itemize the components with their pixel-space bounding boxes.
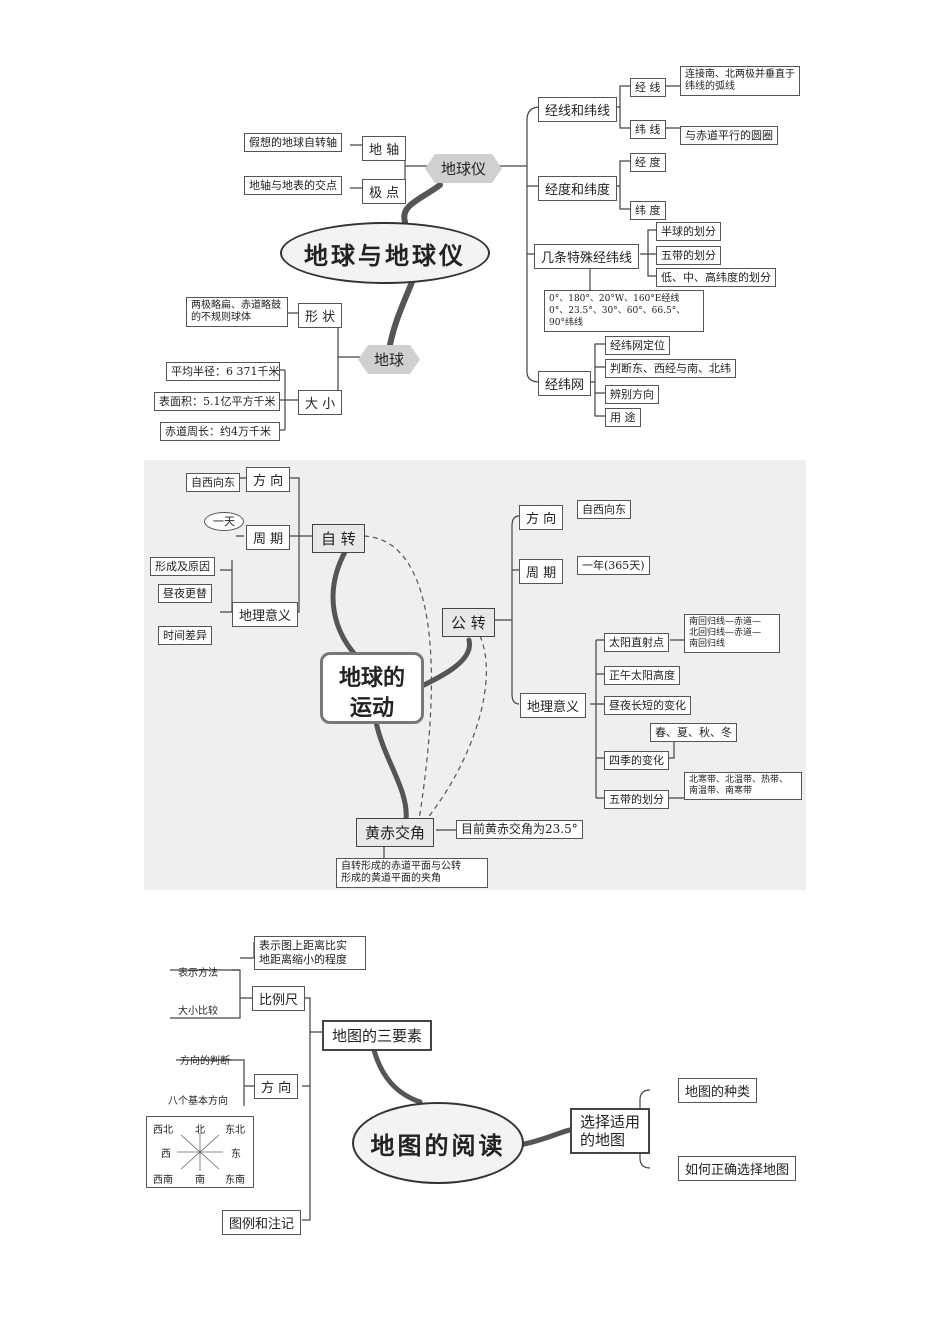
grid-judge: 判断东、西经与南、北纬 <box>605 359 736 378</box>
compass-grid: 西北 北 东北 西 东 西南 南 东南 <box>146 1116 254 1188</box>
rot-direction-val: 自西向东 <box>186 473 240 492</box>
connector-lines-1 <box>280 85 680 431</box>
diagram-map-reading: 地图的阅读 地图的三要素 比例尺 表示图上距离比实 地距离缩小的程度 表示方法 … <box>0 920 950 1250</box>
rev-period: 周 期 <box>519 559 564 584</box>
size-equator: 赤道周长：约4万千米 <box>160 422 280 441</box>
grid-direction: 辨别方向 <box>605 385 659 404</box>
node-direction: 方 向 <box>254 1074 299 1099</box>
shape-desc: 两极略扁、赤道略鼓的不规则球体 <box>186 297 288 327</box>
grid-locate: 经纬网定位 <box>605 336 670 355</box>
subsolar-desc: 南回归线—赤道— 北回归线—赤道— 南回归线 <box>684 614 780 653</box>
center-earth-and-globe: 地球与地球仪 <box>280 222 490 284</box>
special-zones: 五带的划分 <box>656 246 721 265</box>
node-globe: 地球仪 <box>425 154 502 183</box>
map-choose-correct: 如何正确选择地图 <box>678 1156 797 1181</box>
compass-lines <box>177 1133 223 1171</box>
dir-eight: 八个基本方向 <box>168 1096 228 1107</box>
obliquity-desc: 自转形成的赤道平面与公转 形成的黄道平面的夹角 <box>336 858 488 888</box>
scale-method: 表示方法 <box>178 968 218 979</box>
node-latitude: 纬 度 <box>630 201 666 220</box>
meridian-desc: 连接南、北两极并垂直于纬线的弧线 <box>680 66 800 96</box>
rev-zones: 五带的划分 <box>604 790 669 809</box>
node-axis: 地 轴 <box>362 136 407 161</box>
compass-w: 西 <box>161 1149 171 1160</box>
zones-desc: 北寒带、北温带、热带、 南温带、南寒带 <box>684 772 802 800</box>
rot-period-val: 一天 <box>204 512 244 531</box>
center-line1: 地球的 <box>338 665 405 691</box>
seasons-desc: 春、夏、秋、冬 <box>650 723 737 742</box>
rot-meaning: 地理意义 <box>232 602 299 627</box>
rot-meaning-cause: 形成及原因 <box>150 557 215 576</box>
rev-direction-val: 自西向东 <box>577 500 631 519</box>
node-obliquity: 黄赤交角 <box>356 818 435 847</box>
compass-s: 南 <box>195 1175 205 1186</box>
rev-daylength: 昼夜长短的变化 <box>604 696 691 715</box>
node-meridian: 经 线 <box>630 78 666 97</box>
compass-ne: 东北 <box>225 1125 245 1136</box>
pole-desc: 地轴与地表的交点 <box>244 176 342 195</box>
rot-direction: 方 向 <box>246 467 291 492</box>
node-shape: 形 状 <box>298 303 343 328</box>
compass-nw: 西北 <box>153 1125 173 1136</box>
center-map-reading: 地图的阅读 <box>352 1102 524 1184</box>
node-lines: 经线和纬线 <box>538 97 618 122</box>
center-title: 地球与地球仪 <box>304 240 466 270</box>
special-hemisphere: 半球的划分 <box>656 222 721 241</box>
node-three-elements: 地图的三要素 <box>322 1020 433 1051</box>
size-radius: 平均半径：6 371千米 <box>166 362 280 381</box>
special-desc: 0°、180°、20°W、160°E经线 0°、23.5°、30°、60°、66… <box>544 290 704 332</box>
center-line2: 运动 <box>349 695 394 721</box>
compass-sw: 西南 <box>153 1175 173 1186</box>
rot-meaning-daynight: 昼夜更替 <box>158 584 212 603</box>
compass-n: 北 <box>195 1125 205 1136</box>
node-special: 几条特殊经纬线 <box>534 244 640 269</box>
grid-use: 用 途 <box>605 408 641 427</box>
diagram-earth-globe: 地球与地球仪 地球仪 地球 假想的地球自转轴 地 轴 地轴与地表的交点 极 点 … <box>0 0 950 450</box>
rot-period: 周 期 <box>246 525 291 550</box>
node-rotation: 自 转 <box>312 524 365 553</box>
compass-e: 东 <box>231 1149 241 1160</box>
center-earth-motion: 地球的 运动 <box>320 652 424 724</box>
node-grid: 经纬网 <box>538 371 592 396</box>
special-latitudes: 低、中、高纬度的划分 <box>656 268 776 287</box>
node-longitude: 经 度 <box>630 153 666 172</box>
map-types: 地图的种类 <box>678 1078 758 1103</box>
node-earth: 地球 <box>358 345 420 374</box>
connector-lines-3 <box>170 942 651 1221</box>
dir-judge: 方向的判断 <box>180 1056 230 1067</box>
rev-direction: 方 向 <box>519 505 564 530</box>
node-degrees: 经度和纬度 <box>538 176 618 201</box>
node-size: 大 小 <box>298 390 343 415</box>
rev-meaning: 地理意义 <box>520 693 587 718</box>
node-scale: 比例尺 <box>252 986 306 1011</box>
scale-compare: 大小比较 <box>178 1006 218 1017</box>
diagram-earth-motion: 地球的 运动 自 转 方 向 自西向东 周 期 一天 地理意义 形成及原因 昼夜… <box>144 460 806 890</box>
node-choose-map: 选择适用 的地图 <box>570 1108 651 1154</box>
rev-period-val: 一年(365天) <box>577 556 650 575</box>
scale-desc: 表示图上距离比实 地距离缩小的程度 <box>254 936 366 970</box>
rev-noon-sun: 正午太阳高度 <box>604 666 680 685</box>
node-legend: 图例和注记 <box>222 1210 302 1235</box>
parallel-desc: 与赤道平行的圆圈 <box>680 126 778 145</box>
axis-desc: 假想的地球自转轴 <box>244 133 342 152</box>
compass-se: 东南 <box>225 1175 245 1186</box>
size-area: 表面积：5.1亿平方千米 <box>154 392 280 411</box>
node-pole: 极 点 <box>362 179 407 204</box>
node-revolution: 公 转 <box>442 608 495 637</box>
rev-subsolar: 太阳直射点 <box>604 633 669 652</box>
rot-meaning-time: 时间差异 <box>158 626 212 645</box>
center-map-title: 地图的阅读 <box>370 1130 506 1160</box>
obliquity-val: 目前黄赤交角为23.5° <box>456 820 583 839</box>
rev-seasons: 四季的变化 <box>604 751 669 770</box>
node-parallel: 纬 线 <box>630 120 666 139</box>
